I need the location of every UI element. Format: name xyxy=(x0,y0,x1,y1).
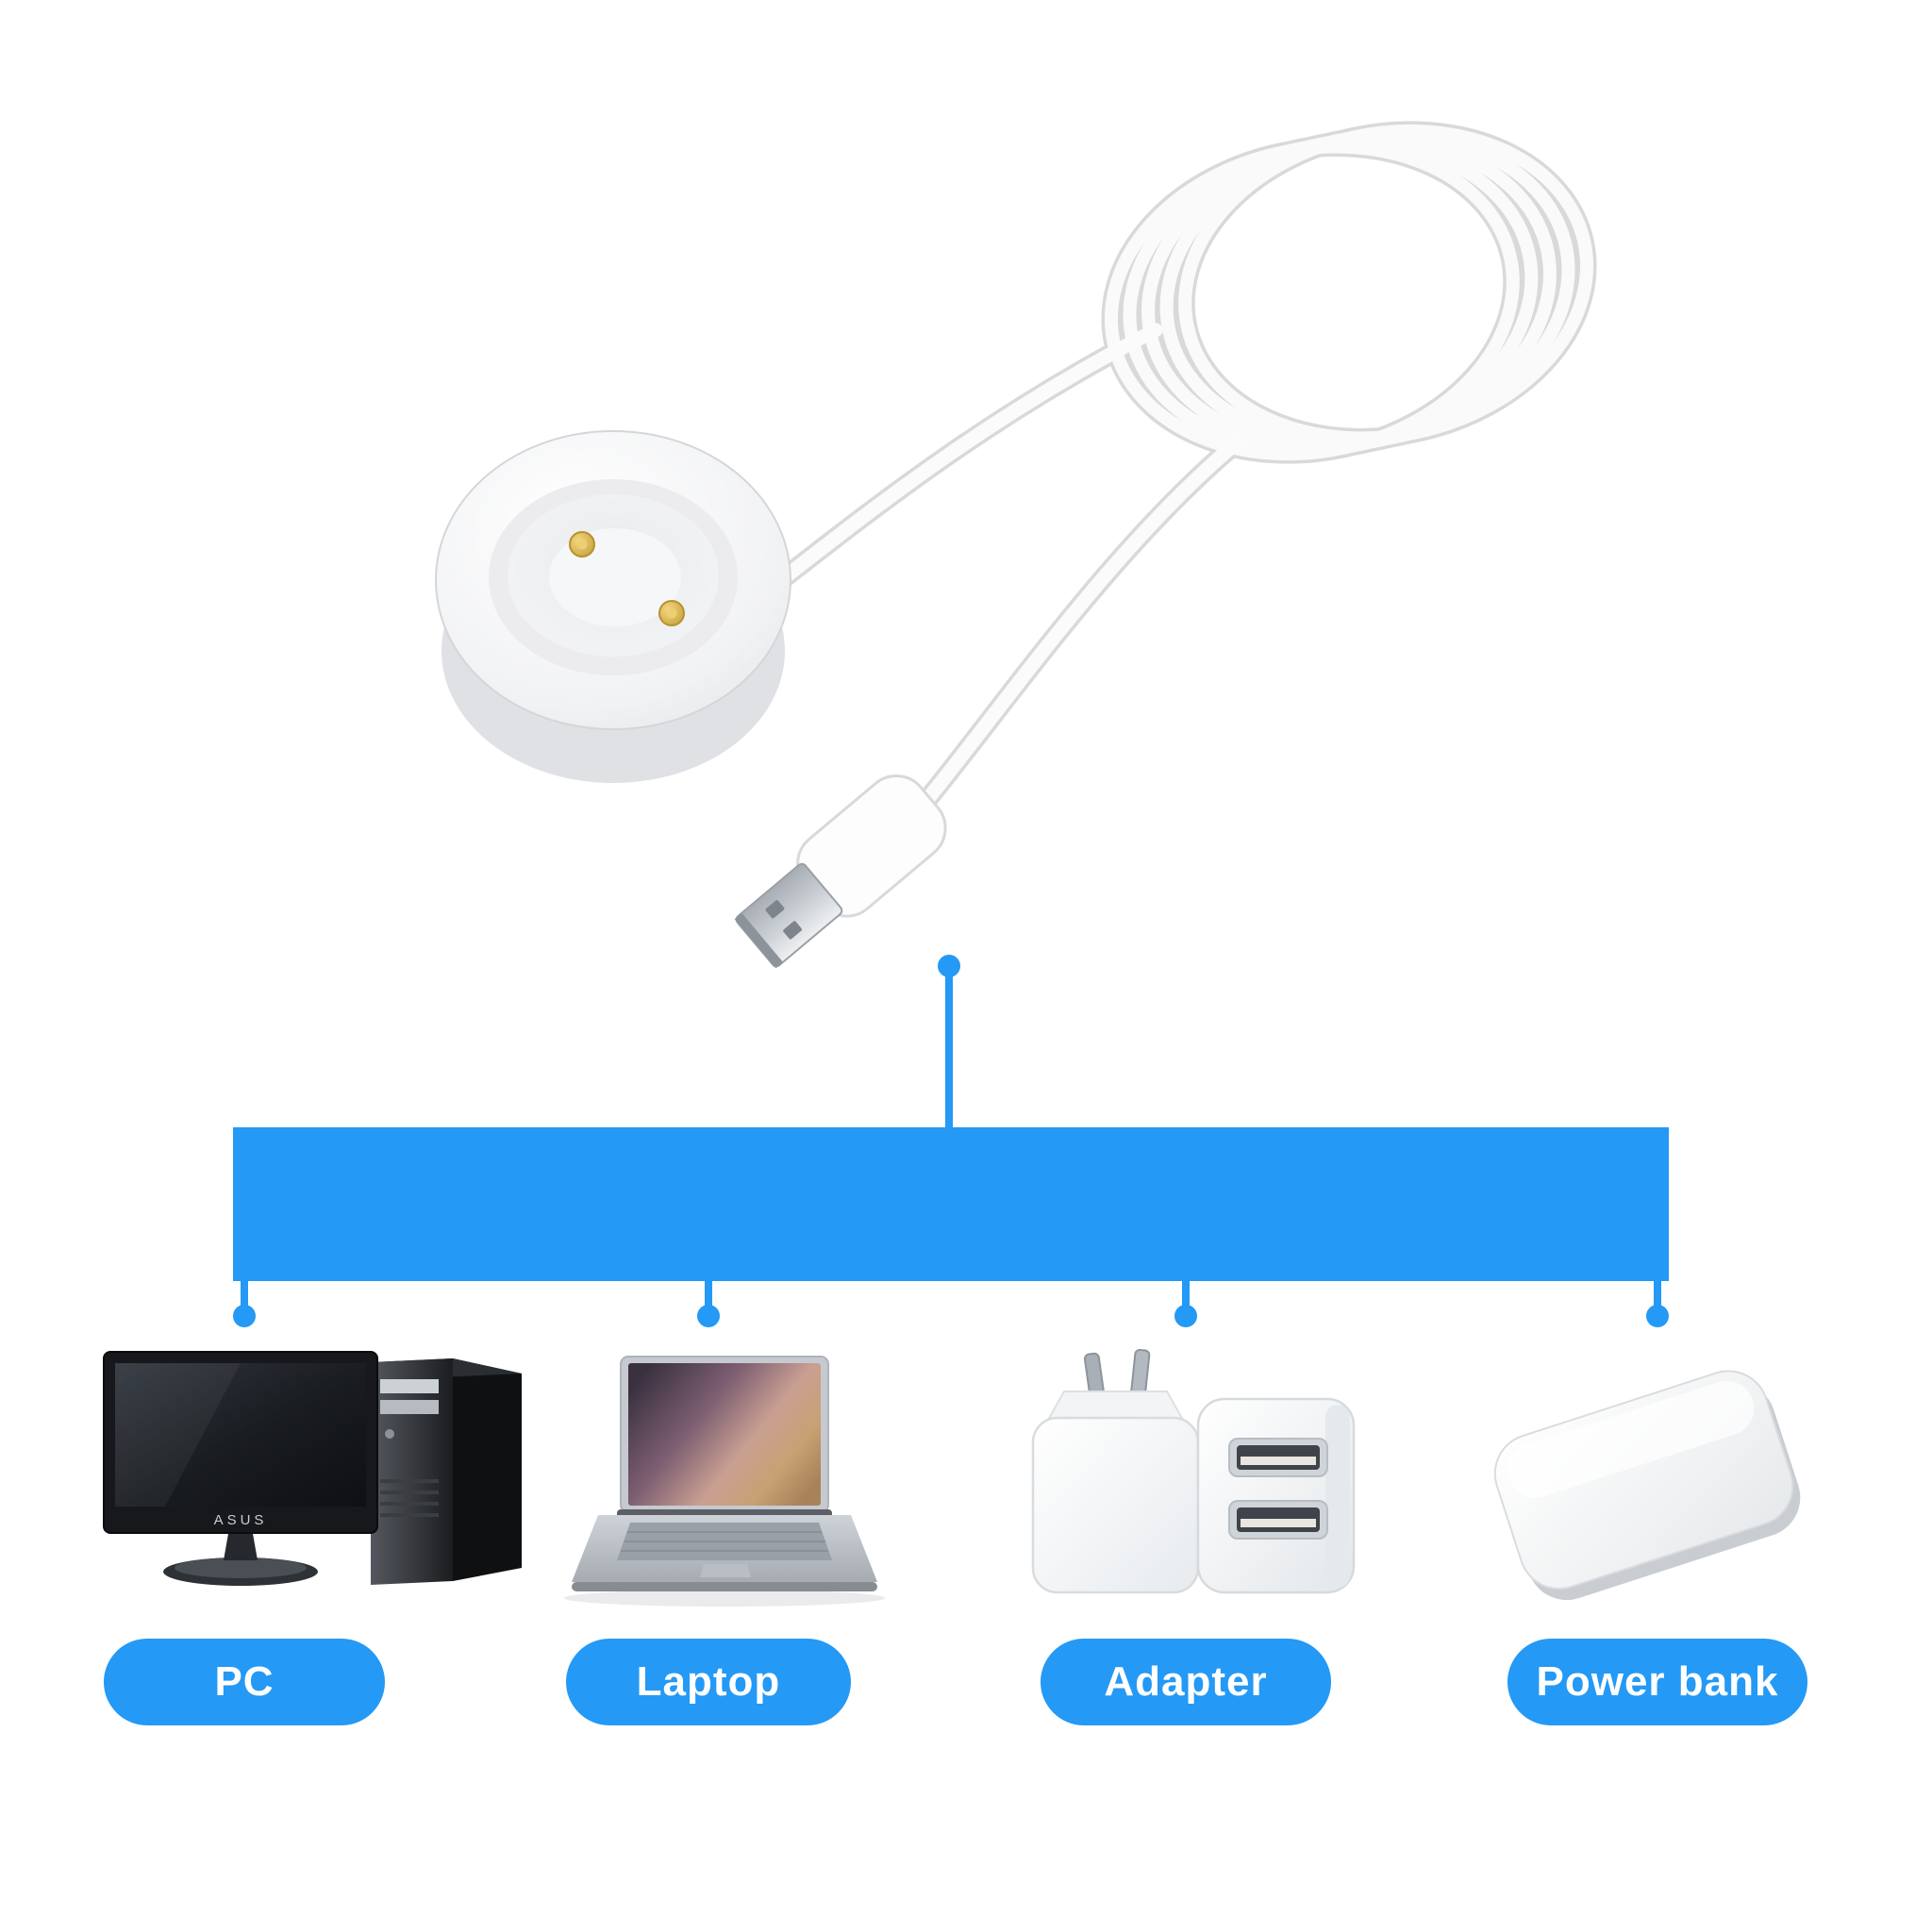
laptop-icon xyxy=(564,1356,885,1607)
label-pc: PC xyxy=(104,1639,385,1725)
label-laptop: Laptop xyxy=(566,1639,851,1725)
laptop-base xyxy=(572,1509,877,1591)
connector-line-pc xyxy=(241,1279,248,1307)
pc-tower xyxy=(371,1358,522,1585)
connector-dot-powerbank xyxy=(1646,1305,1669,1327)
pc-brand-label: ASUS xyxy=(214,1512,268,1528)
adapter-icon xyxy=(1031,1348,1356,1594)
laptop-trackpad xyxy=(700,1564,751,1577)
power-bank-body xyxy=(1493,1370,1801,1601)
label-power-bank: Power bank xyxy=(1507,1639,1807,1725)
connector-line-powerbank xyxy=(1654,1279,1661,1307)
label-adapter: Adapter xyxy=(1041,1639,1331,1725)
connector-dot-laptop xyxy=(697,1305,720,1327)
usb-port-top xyxy=(1228,1438,1328,1477)
adapter-with-prongs xyxy=(1031,1348,1200,1594)
connector-dot-pc xyxy=(233,1305,256,1327)
usb-plug-icon xyxy=(734,774,947,969)
distribution-bar xyxy=(233,1127,1669,1281)
pc-icon: ASUS xyxy=(103,1351,522,1586)
power-bank-icon xyxy=(1493,1370,1801,1601)
laptop-screen xyxy=(620,1356,829,1513)
connector-line-laptop xyxy=(705,1279,712,1307)
connector-dot-adapter xyxy=(1174,1305,1197,1327)
charging-pins xyxy=(569,531,685,626)
connector-line-source xyxy=(945,966,953,1127)
adapter-usb-ports xyxy=(1196,1397,1356,1594)
pc-monitor: ASUS xyxy=(103,1351,378,1586)
connector-line-adapter xyxy=(1182,1279,1190,1307)
charger-dock xyxy=(435,430,791,783)
usb-port-bottom xyxy=(1228,1500,1328,1540)
